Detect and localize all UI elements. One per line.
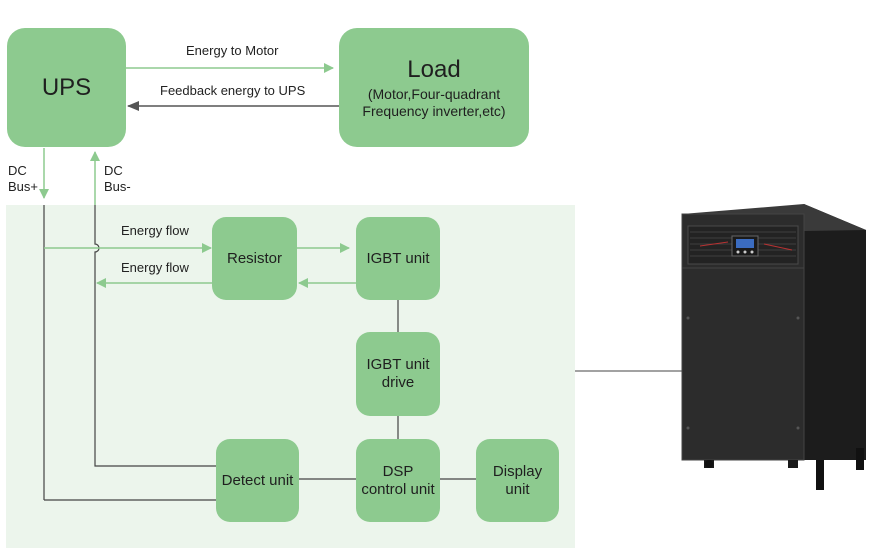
igbt-drive-label-line1: IGBT unit (366, 356, 430, 373)
detect-unit-label: Detect unit (221, 471, 294, 489)
resistor-label: Resistor (226, 249, 282, 267)
display-label-line2: unit (505, 480, 530, 498)
dc-bus-plus-label-line1: DC (8, 163, 27, 178)
igbt-unit-block: IGBT unit (356, 217, 440, 300)
igbt-unit-label: IGBT unit (366, 249, 430, 267)
resistor-block: Resistor (212, 217, 297, 300)
dsp-label-line1: DSP (382, 462, 414, 480)
energy-feedback-cabinet-icon (681, 204, 866, 490)
igbt-drive-label-line2: drive (381, 374, 415, 391)
detect-unit-block: Detect unit (216, 439, 299, 522)
display-label-line1: Display (492, 462, 543, 480)
feedback-energy-label: Feedback energy to UPS (160, 83, 306, 98)
load-description-line2: Frequency inverter,etc) (362, 102, 506, 119)
ups-label: UPS (41, 73, 92, 101)
dc-bus-minus-label-line1: DC (104, 163, 123, 178)
dc-bus-plus-label-line2: Bus+ (8, 179, 38, 194)
energy-flow-out-label: Energy flow (121, 260, 189, 275)
energy-to-motor-label: Energy to Motor (186, 43, 279, 58)
dc-bus-minus-label-line2: Bus- (104, 179, 131, 194)
energy-flow-in-label: Energy flow (121, 223, 189, 238)
ups-block: UPS (7, 28, 126, 147)
display-unit-block: Display unit (476, 439, 559, 522)
dsp-label-line2: control unit (361, 480, 435, 498)
dsp-control-block: DSP control unit (356, 439, 440, 522)
load-description-line1: (Motor,Four-quadrant (367, 85, 501, 102)
load-block: Load (Motor,Four-quadrant Frequency inve… (339, 28, 529, 147)
igbt-drive-block: IGBT unit drive (356, 332, 440, 416)
dc-bus-minus-vertical (94, 205, 216, 467)
load-title: Load (407, 55, 461, 83)
